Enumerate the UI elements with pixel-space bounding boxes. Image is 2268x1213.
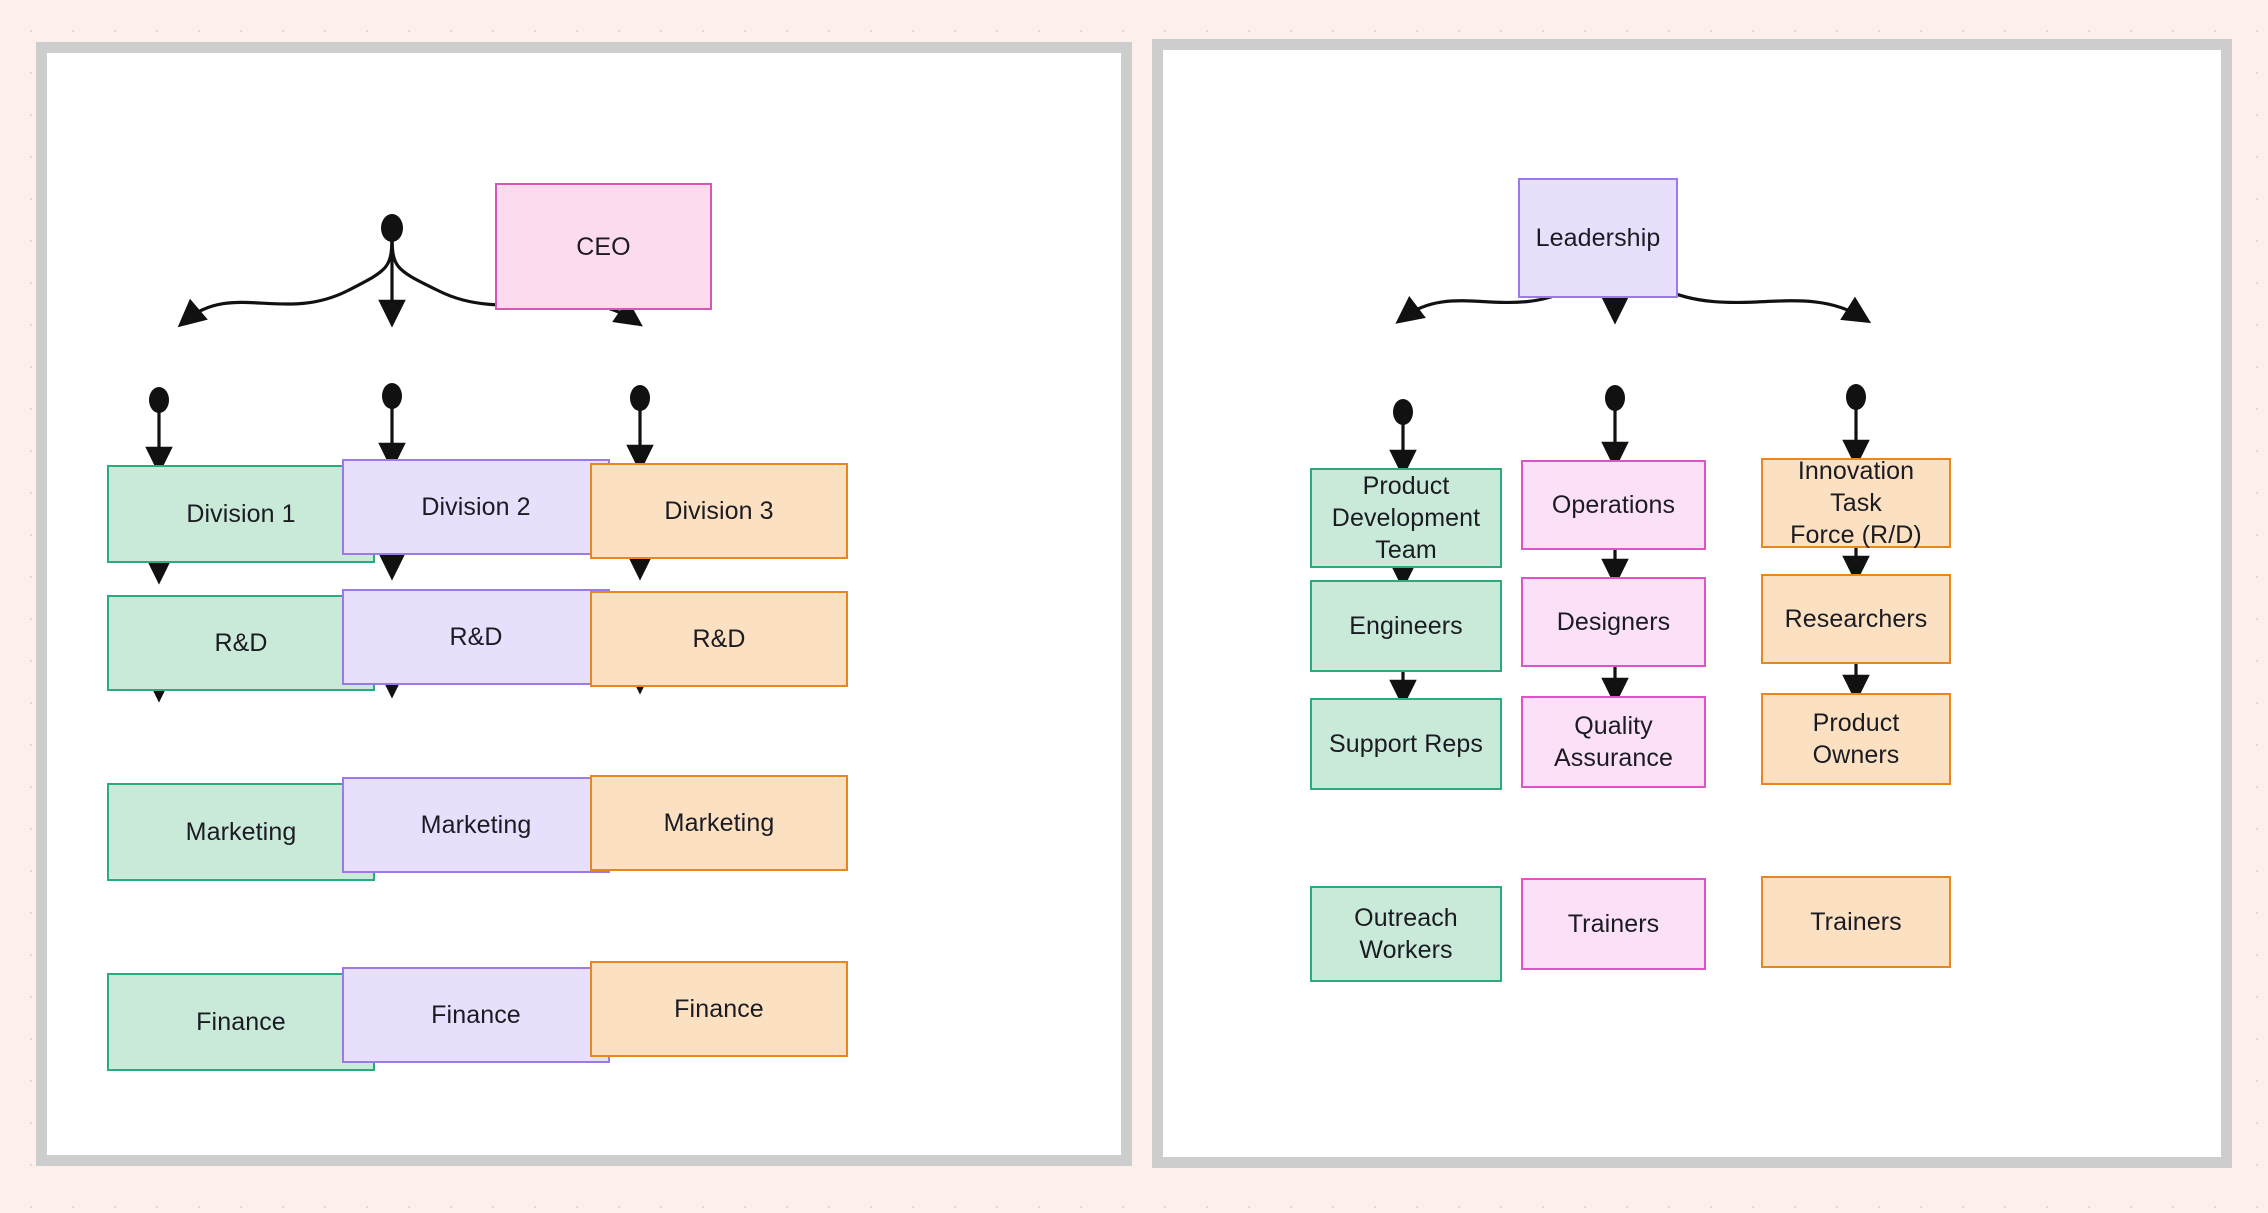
node-division-1-finance[interactable]: Finance [107,973,375,1071]
node-label-line-2: Development Team [1331,504,1481,564]
node-division-1[interactable]: Division 1 [107,465,375,563]
node-label: Engineers [1349,612,1463,640]
node-label-line-1: Product [1812,709,1900,737]
node-quality-assurance[interactable]: Quality Assurance [1521,696,1706,788]
node-support-reps[interactable]: Support Reps [1310,698,1502,790]
node-label: R&D [449,623,503,651]
node-label-line-2: Force (R/D) [1790,521,1922,549]
node-division-3[interactable]: Division 3 [590,463,848,559]
node-innovation-task-force[interactable]: Innovation Task Force (R/D) [1761,455,1951,551]
node-division-1-rd[interactable]: R&D [107,595,375,691]
node-designers[interactable]: Designers [1521,577,1706,667]
node-operations-trainers[interactable]: Trainers [1521,878,1706,970]
node-label: Quality Assurance [1554,710,1673,774]
node-division-1-marketing[interactable]: Marketing [107,783,375,881]
node-label: Innovation Task Force (R/D) [1771,455,1941,551]
node-label: CEO [576,232,631,261]
node-division-2-rd[interactable]: R&D [342,589,610,685]
node-division-3-rd[interactable]: R&D [590,591,848,687]
org-chart-panel-left: CEO Division 1 R&D Marketing Finance Div… [36,42,1132,1166]
node-product-owners[interactable]: Product Owners [1761,693,1951,785]
node-label-line-1: Quality [1574,712,1653,740]
node-label: Division 1 [186,500,296,528]
node-label: Researchers [1784,605,1928,633]
node-engineers[interactable]: Engineers [1310,580,1502,672]
node-division-3-finance[interactable]: Finance [590,961,848,1057]
node-label: Trainers [1567,910,1660,938]
node-division-2-finance[interactable]: Finance [342,967,610,1063]
node-label-line-2: Owners [1812,741,1900,769]
node-division-2[interactable]: Division 2 [342,459,610,555]
node-label: Outreach Workers [1354,902,1458,966]
node-division-2-marketing[interactable]: Marketing [342,777,610,873]
node-label: Product Owners [1813,707,1900,771]
node-label: Finance [196,1008,286,1036]
node-operations[interactable]: Operations [1521,460,1706,550]
node-label: Marketing [663,809,775,837]
node-label-line-2: Assurance [1553,744,1673,772]
node-division-3-marketing[interactable]: Marketing [590,775,848,871]
node-label: Marketing [185,818,297,846]
node-label: Operations [1551,491,1676,519]
node-outreach-workers[interactable]: Outreach Workers [1310,886,1502,982]
node-label: Marketing [420,811,532,839]
org-chart-panel-right: Leadership Product Development Team Engi… [1152,39,2232,1168]
node-researchers[interactable]: Researchers [1761,574,1951,664]
node-label: R&D [692,625,746,653]
node-label: Trainers [1810,908,1902,936]
node-label-line-1: Product [1362,472,1450,500]
node-ceo[interactable]: CEO [495,183,712,310]
node-product-development-team[interactable]: Product Development Team [1310,468,1502,568]
node-label-line-1: Innovation Task [1797,457,1915,517]
node-label-line-2: Workers [1359,936,1453,964]
node-label: Product Development Team [1320,470,1492,566]
node-label: Support Reps [1328,730,1484,758]
node-label: Finance [431,1001,521,1029]
node-leadership[interactable]: Leadership [1518,178,1678,298]
node-label: Division 3 [664,497,774,525]
node-innovation-trainers[interactable]: Trainers [1761,876,1951,968]
node-label: Designers [1556,608,1671,636]
node-label: Leadership [1535,224,1661,252]
node-label: Division 2 [421,493,531,521]
node-label: Finance [674,995,764,1023]
node-label: R&D [214,629,268,657]
node-label-line-1: Outreach [1354,904,1458,932]
